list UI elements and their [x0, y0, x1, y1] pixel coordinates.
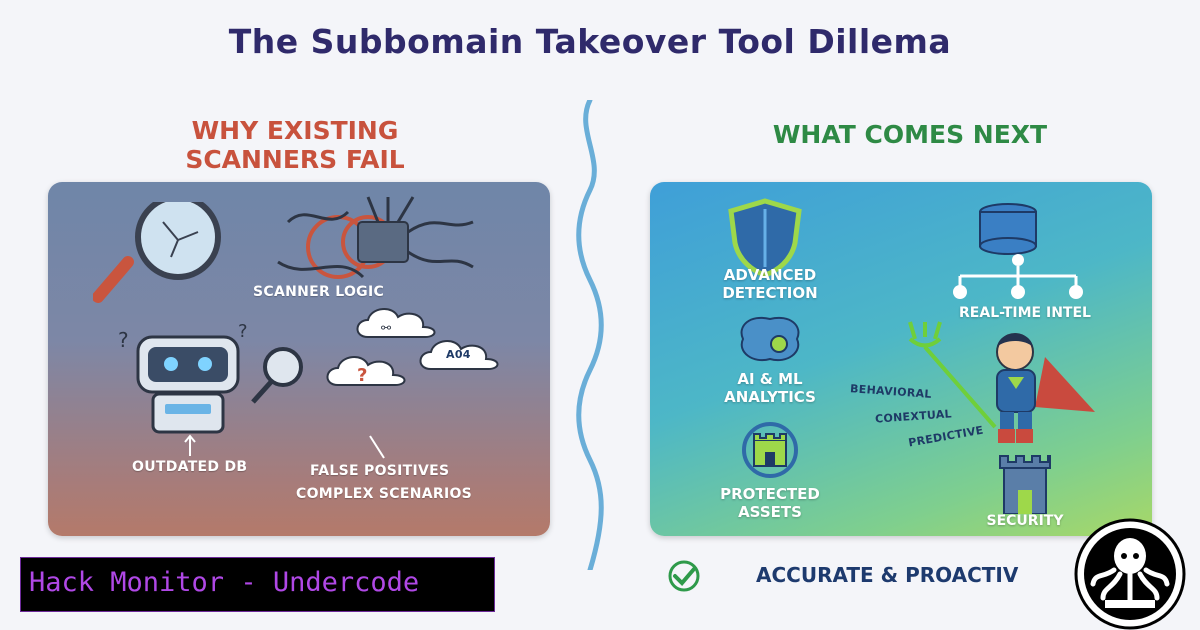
ai-ml-label: AI & ML ANALYTICS [705, 370, 835, 406]
pointer-line-icon [369, 435, 385, 459]
realtime-intel-label: REAL-TIME INTEL [959, 305, 1091, 321]
accurate-proactive-label: ACCURATE & PROACTIV [756, 563, 1019, 587]
scanner-logic-label: SCANNER LOGIC [253, 284, 385, 300]
page-title: The Subbomain Takeover Tool Dillema [228, 22, 952, 61]
left-heading: WHY EXISTING SCANNERS FAIL [140, 116, 450, 174]
cloud-question-icon: ? [326, 356, 406, 386]
superhero-trident-icon [908, 321, 1095, 443]
left-heading-line1: WHY EXISTING [191, 116, 399, 145]
security-tower-icon [999, 455, 1051, 514]
arrow-up-icon [184, 434, 196, 456]
brand-text: Hack Monitor - Undercode [29, 567, 420, 598]
cracked-magnifier-icon [93, 202, 221, 303]
right-panel: ADVANCED DETECTION REAL-TIME INTEL AI & … [650, 182, 1152, 536]
protected-assets-label: PROTECTED ASSETS [705, 485, 835, 521]
shield-icon [728, 198, 802, 277]
security-label: SECURITY [986, 513, 1064, 529]
svg-text:?: ? [238, 322, 248, 342]
checkmark-icon [668, 560, 700, 592]
brand-banner: Hack Monitor - Undercode [20, 557, 495, 612]
cloud-link-icon: ⚯ [356, 308, 436, 338]
false-positives-label: FALSE POSITIVES [310, 463, 450, 479]
database-network-icon [953, 203, 1083, 299]
brain-gear-icon [740, 316, 800, 362]
tangled-wires-icon [277, 196, 474, 279]
protected-assets-line1: PROTECTED [720, 485, 820, 503]
ai-ml-line2: ANALYTICS [724, 388, 816, 406]
wavy-divider [576, 100, 604, 570]
right-heading: WHAT COMES NEXT [772, 120, 1048, 149]
confused-robot-icon: ? ? [118, 322, 303, 434]
ai-ml-line1: AI & ML [737, 370, 803, 388]
svg-text:⚯: ⚯ [381, 321, 391, 335]
svg-text:?: ? [357, 365, 367, 386]
cloud-code-icon [419, 340, 499, 370]
outdated-db-label: OUTDATED DB [132, 459, 248, 475]
complex-scenarios-label: COMPLEX SCENARIOS [296, 486, 473, 502]
cloud-code-label: A04 [446, 348, 471, 361]
left-panel: SCANNER LOGIC ⚯ A04 ? ? ? OUTDATED DB FA… [48, 182, 550, 536]
left-heading-line2: SCANNERS FAIL [185, 145, 405, 174]
advanced-detection-line2: DETECTION [722, 284, 818, 302]
svg-text:?: ? [118, 328, 129, 352]
advanced-detection-line1: ADVANCED [723, 266, 817, 284]
advanced-detection-label: ADVANCED DETECTION [705, 266, 835, 302]
octopus-logo-icon [1074, 518, 1186, 630]
protected-assets-line2: ASSETS [738, 503, 802, 521]
protected-castle-icon [742, 422, 798, 478]
